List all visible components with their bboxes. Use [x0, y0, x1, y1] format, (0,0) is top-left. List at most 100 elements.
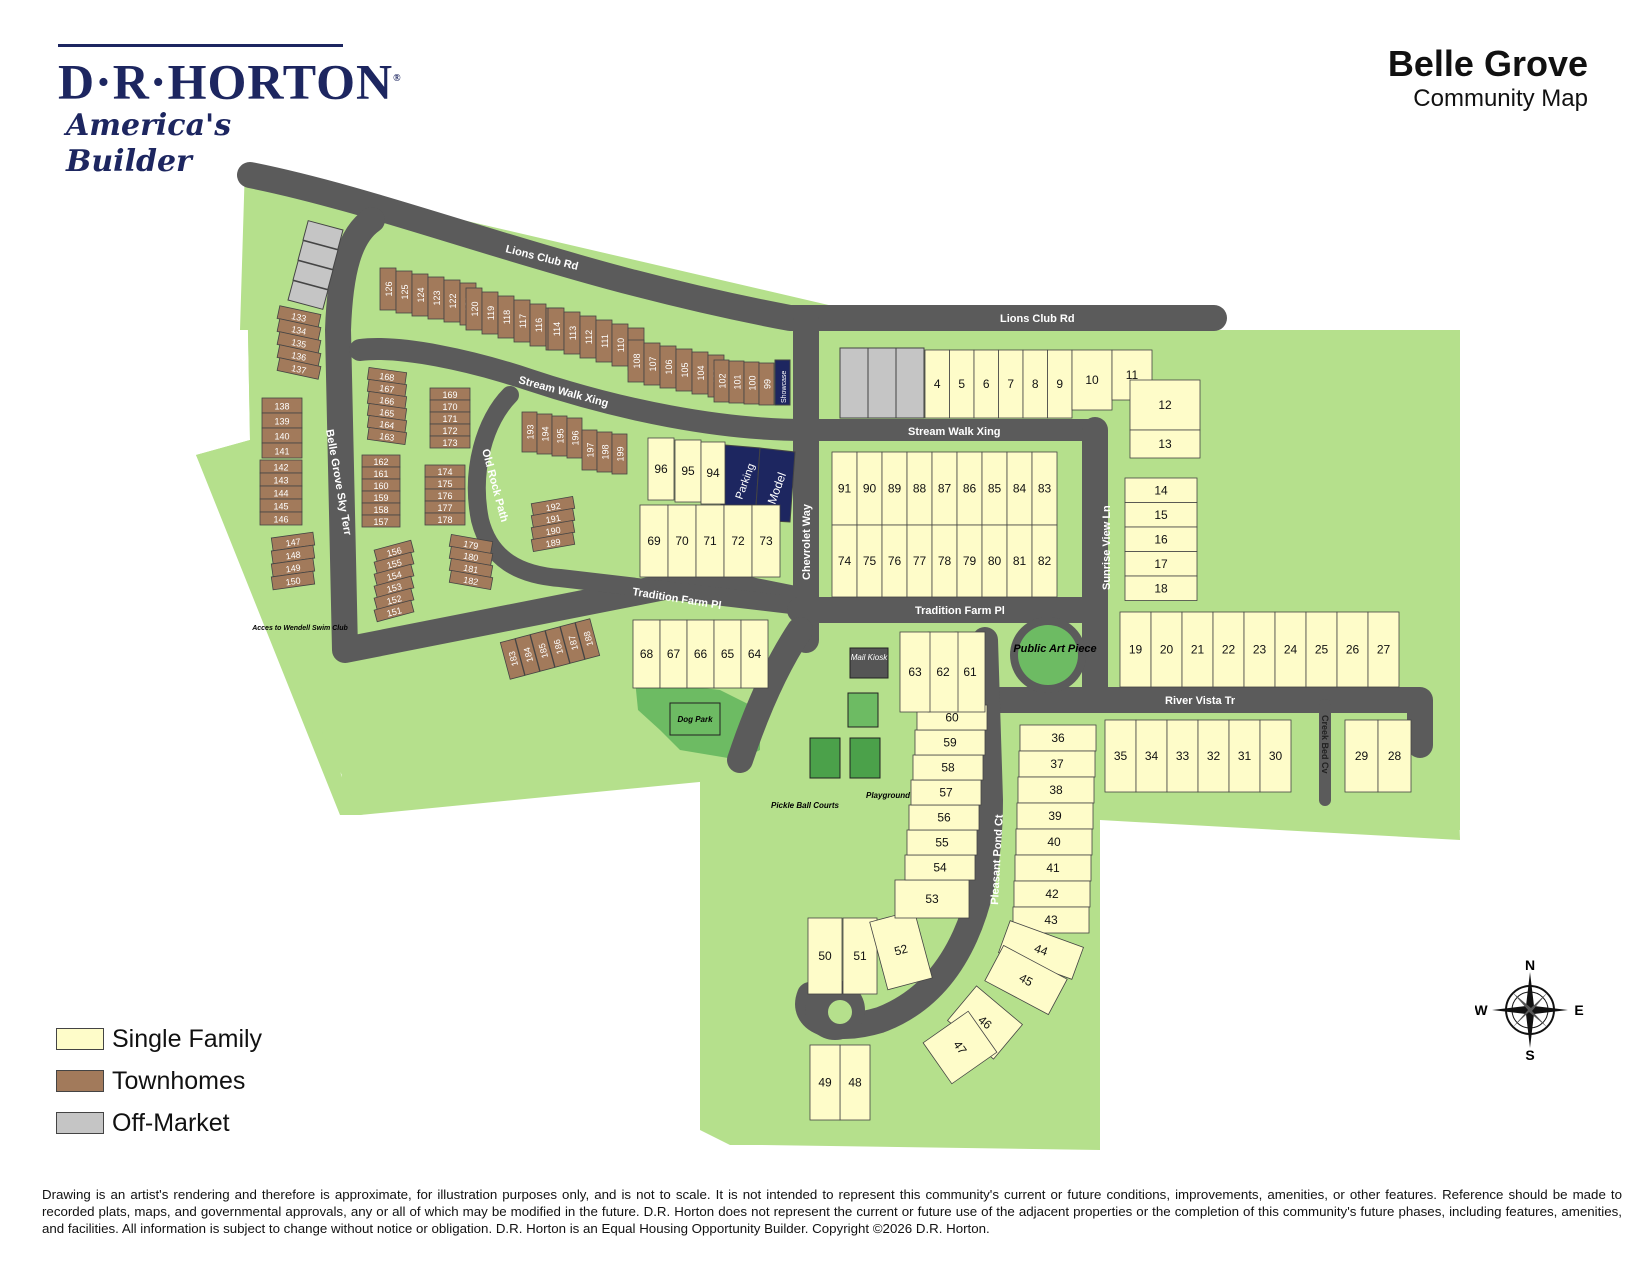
- lot-174: 174: [424, 464, 466, 478]
- lot-number: 76: [888, 554, 902, 568]
- community-subtitle: Community Map: [1413, 85, 1588, 112]
- lot-number: 180: [463, 551, 480, 563]
- lot-shape: [927, 631, 959, 713]
- lot-number: 163: [379, 431, 395, 443]
- lot-196: 196: [566, 417, 583, 459]
- lot-43: 43: [1012, 906, 1090, 934]
- registered-mark: ®: [393, 73, 402, 84]
- lot-number: 48: [848, 1076, 862, 1090]
- lot-145: 145: [259, 498, 303, 513]
- lot-shape: [1259, 719, 1292, 793]
- lot-shape: [1016, 802, 1094, 830]
- lot-shape: [899, 631, 931, 713]
- lot-181: 181: [448, 557, 494, 579]
- lot-shape: [1274, 611, 1307, 688]
- lot-10: 10: [1071, 349, 1113, 411]
- lot-111: 111: [595, 319, 613, 363]
- legend-swatch: [56, 1112, 104, 1134]
- legend-item-single-family: Single Family: [56, 1018, 262, 1060]
- lot-number: 8: [1032, 377, 1039, 391]
- lot-number: 144: [273, 489, 288, 499]
- lot-38: 38: [1017, 776, 1095, 804]
- lot-number: 9: [1056, 377, 1063, 391]
- lot-number: 148: [285, 549, 301, 561]
- lot-45: 45: [984, 944, 1068, 1016]
- lot-172: 172: [429, 423, 471, 437]
- lot-shape: [869, 909, 933, 991]
- lot-number: 12: [1158, 398, 1172, 412]
- lot-shape: [632, 619, 661, 689]
- lot-number: 172: [442, 426, 457, 436]
- compass-w: W: [1475, 1002, 1488, 1018]
- lot-number: 7: [1007, 377, 1014, 391]
- lot-52: 52: [869, 909, 933, 991]
- lot-shape: [809, 1044, 841, 1121]
- lot-number: 37: [1050, 757, 1064, 771]
- lot-shape: [1019, 724, 1097, 752]
- lot-shape: [429, 435, 471, 449]
- disclaimer: Drawing is an artist's rendering and the…: [42, 1187, 1622, 1236]
- lot-number: 187: [567, 634, 581, 651]
- lot-number: 110: [616, 338, 626, 352]
- lot-72: 72: [723, 504, 753, 578]
- lot-41: 41: [1014, 854, 1092, 882]
- lot-157: 157: [361, 514, 401, 528]
- lot-shape: [1014, 854, 1092, 882]
- lot-number: 179: [463, 539, 480, 551]
- lot-136: 136: [276, 344, 322, 367]
- lot-17: 17: [1124, 551, 1198, 577]
- lot-122: 122: [443, 279, 461, 323]
- legend-label: Single Family: [112, 1024, 263, 1053]
- lot-number: 29: [1355, 749, 1369, 763]
- lot-number: 36: [1051, 731, 1065, 745]
- lot-shape: [529, 630, 556, 672]
- lot-number: 60: [945, 711, 959, 725]
- lot-number: 181: [463, 563, 480, 575]
- playground-label: Playground: [866, 791, 911, 800]
- lot-169: 169: [429, 387, 471, 401]
- lot-number: 21: [1191, 643, 1205, 657]
- lot-shape: [574, 618, 601, 660]
- lot-194: 194: [536, 413, 553, 455]
- lot-175: 175: [424, 476, 466, 490]
- lot-124: 124: [411, 273, 429, 317]
- mail-kiosk-label: Mail Kiosk: [851, 653, 888, 662]
- lot-shape: [373, 599, 415, 623]
- lot-shape: [949, 349, 975, 419]
- lot-36: 36: [1019, 724, 1097, 752]
- lot-number: 112: [584, 330, 594, 344]
- lot-number: 185: [537, 642, 551, 659]
- lot-33: 33: [1166, 719, 1199, 793]
- lot-47: 47: [922, 1010, 998, 1085]
- compass-n: N: [1525, 960, 1535, 973]
- lot-shape: [1150, 611, 1183, 688]
- lot-49: 49: [809, 1044, 841, 1121]
- lot-number: 11: [1126, 368, 1139, 382]
- lot-number: 193: [526, 424, 536, 439]
- lot-53: 53: [894, 879, 970, 919]
- lot-178: 178: [424, 512, 466, 526]
- lot-187: 187: [559, 622, 586, 664]
- lot-144: 144: [259, 485, 303, 500]
- lot-shape: [544, 626, 571, 668]
- lot-number: 89: [888, 482, 902, 496]
- lot-139: 139: [261, 412, 303, 429]
- lot-79: 79: [956, 524, 983, 598]
- lot-number: 176: [437, 491, 452, 501]
- lot-number: 171: [442, 414, 457, 424]
- lot-61: 61: [954, 631, 986, 713]
- lot-29: 29: [1344, 719, 1379, 793]
- lot-82: 82: [1031, 524, 1058, 598]
- lot-shape: [259, 511, 303, 526]
- lot-12: 12: [1129, 379, 1201, 431]
- lot-shape: [723, 504, 753, 578]
- lot-number: 120: [470, 301, 480, 316]
- lot-number: 62: [936, 665, 950, 679]
- lot-number: 160: [373, 481, 388, 491]
- road-old-rock-loop: [467, 386, 809, 615]
- lot-number: 186: [552, 638, 566, 655]
- lot-shape: [366, 426, 408, 446]
- lot-number: 53: [925, 892, 939, 906]
- lot-shape: [647, 437, 675, 501]
